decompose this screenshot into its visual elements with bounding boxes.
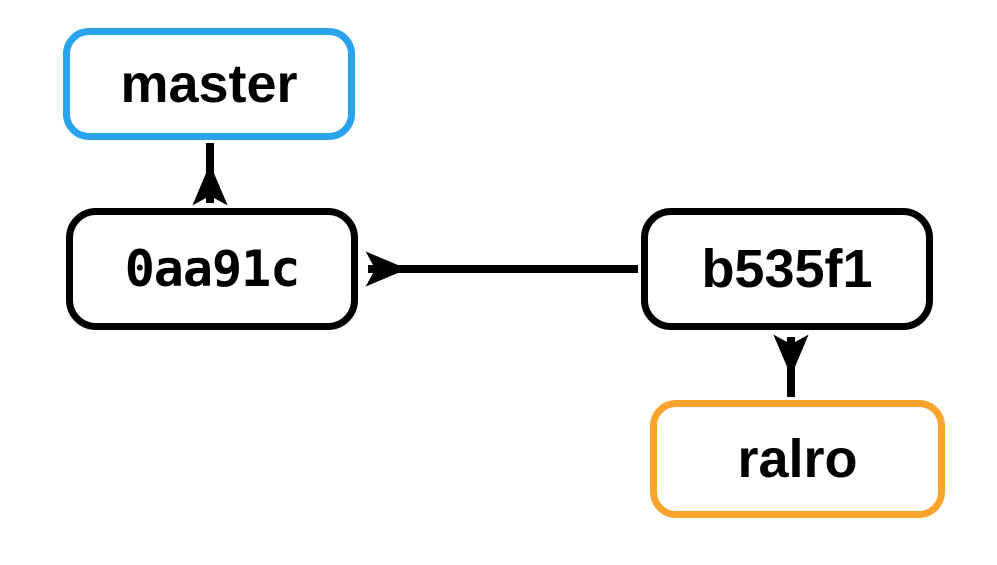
node-ralro[interactable]: ralro: [650, 400, 945, 518]
node-commit-0aa91c-label: 0aa91c: [124, 240, 301, 298]
node-commit-b535f1[interactable]: b535f1: [641, 208, 933, 330]
node-commit-b535f1-label: b535f1: [701, 239, 873, 299]
node-ralro-label: ralro: [737, 429, 858, 489]
node-commit-0aa91c[interactable]: 0aa91c: [66, 208, 358, 330]
node-master-label: master: [120, 54, 298, 114]
node-master[interactable]: master: [63, 28, 355, 140]
